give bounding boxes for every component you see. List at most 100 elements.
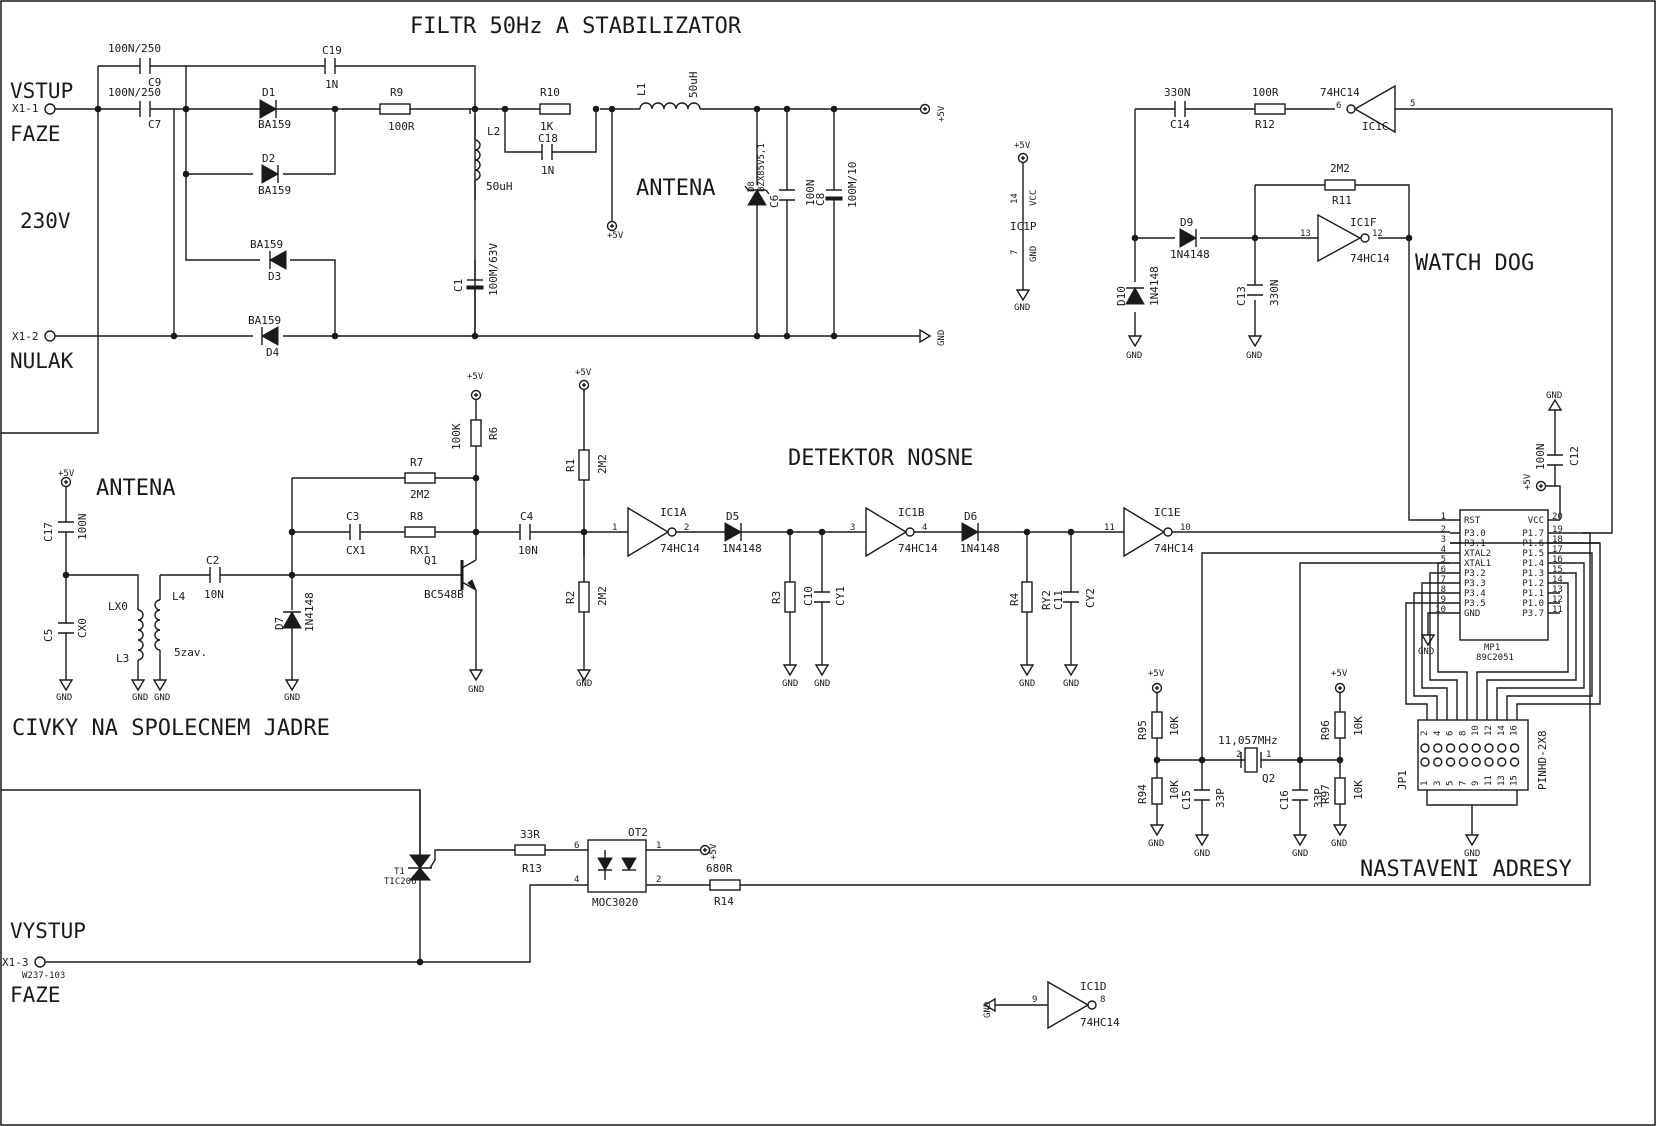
c15-value: 33P — [1214, 788, 1227, 808]
r9-value: 100R — [388, 120, 415, 133]
jp1-top-pad — [1471, 743, 1481, 753]
watchdog-section — [1125, 84, 1613, 534]
mcu-left-pin-name: P3.0 — [1464, 529, 1486, 539]
mcu-right-pin-number: 18 — [1552, 535, 1563, 545]
c4-value: 10N — [518, 544, 538, 557]
jp1-top-pin: 14 — [1497, 725, 1507, 736]
d3-ref: D3 — [268, 270, 281, 283]
ot2-value: MOC3020 — [592, 896, 638, 909]
r6-p5v: +5V — [467, 372, 484, 382]
c12-gnd: GND — [1546, 391, 1562, 401]
cy1-ref: CY1 — [834, 586, 847, 606]
r11-ref: R11 — [1332, 194, 1352, 207]
l3-ref: L3 — [116, 652, 129, 665]
c18-value: 1N — [541, 164, 554, 177]
jp1-bottom-pin: 3 — [1433, 781, 1443, 786]
mcu-left-pin-name: GND — [1464, 609, 1480, 619]
c17-value: 100N — [76, 514, 89, 541]
ic1b-p4: 4 — [922, 523, 927, 533]
r95-value: 10K — [1168, 716, 1181, 736]
q1-ref: Q1 — [424, 554, 437, 567]
ic1a-ref: IC1A — [660, 506, 687, 519]
jp1-ref: JP1 — [1396, 770, 1409, 790]
r96-p5v: +5V — [1331, 669, 1348, 679]
ic1p-gnd: GND — [1029, 246, 1039, 262]
ic1p-p7: 7 — [1010, 250, 1020, 255]
q2-ref: Q2 — [1262, 772, 1275, 785]
r8-value: RX1 — [410, 544, 430, 557]
c7-value: 100N/250 — [108, 86, 161, 99]
c5-value: CX0 — [76, 618, 89, 638]
mcu-left-pin-name: P3.5 — [1464, 599, 1486, 609]
r6-ref: R6 — [487, 427, 500, 440]
jp1-top-pin: 4 — [1433, 731, 1443, 736]
jp1-top-pin: 16 — [1510, 725, 1520, 736]
term-230v: 230V — [20, 209, 71, 233]
jp1-gnd: GND — [1464, 849, 1480, 859]
mcu-left-pin-number: 1 — [1441, 512, 1446, 522]
ic1b-p3: 3 — [850, 523, 855, 533]
title-antena-left: ANTENA — [96, 476, 175, 501]
jp1-header — [1417, 719, 1529, 791]
ic1d-value: 74HC14 — [1080, 1016, 1120, 1029]
d7-gnd: GND — [284, 693, 300, 703]
ic1c-p6: 6 — [1336, 101, 1341, 111]
ot2-p6: 6 — [574, 841, 579, 851]
r94-gnd: GND — [1148, 839, 1164, 849]
c13-gnd: GND — [1246, 351, 1262, 361]
mcu-left-pin-name: XTAL1 — [1464, 559, 1491, 569]
mcu-left-pin-name: XTAL2 — [1464, 549, 1491, 559]
r1-ref: R1 — [564, 459, 577, 472]
c19-value: 1N — [325, 78, 338, 91]
jp1-bottom-pad — [1484, 757, 1494, 767]
d5-ref: D5 — [726, 510, 739, 523]
r7-ref: R7 — [410, 456, 423, 469]
ic1a-p1: 1 — [612, 523, 617, 533]
q1-value: BC548B — [424, 588, 464, 601]
mcu-body — [1459, 509, 1549, 641]
mp1-ref: MP1 — [1484, 643, 1500, 653]
mcu-left-pin-number: 10 — [1435, 605, 1446, 615]
mcu-right-pin-number: 14 — [1552, 575, 1563, 585]
l4-gnd: GND — [154, 693, 170, 703]
ic1d-gnd: GND — [983, 1002, 993, 1018]
term-faze-in: FAZE — [10, 122, 61, 146]
ot2-ref: OT2 — [628, 826, 648, 839]
mcu-left-pin-name: P3.2 — [1464, 569, 1486, 579]
r9-ref: R9 — [390, 86, 403, 99]
r14-value: 680R — [706, 862, 733, 875]
d2-ref: D2 — [262, 152, 275, 165]
detector-section — [576, 379, 1450, 682]
r4-ref: R4 — [1008, 592, 1021, 606]
r2-gnd: GND — [576, 679, 592, 689]
c16-gnd: GND — [1292, 849, 1308, 859]
r13-ref: R13 — [522, 862, 542, 875]
ic1d-p8: 8 — [1100, 995, 1105, 1005]
mcu-left-pin-name: RST — [1464, 516, 1481, 526]
term-x1-2: X1-2 — [12, 330, 39, 343]
jp1-bottom-pin: 15 — [1510, 775, 1520, 786]
title-civky: CIVKY NA SPOLECNEM JADRE — [12, 716, 330, 741]
ic1f-value: 74HC14 — [1350, 252, 1390, 265]
p5v-mid: +5V — [607, 231, 624, 241]
l1-ref: L1 — [635, 83, 648, 96]
ic1b-ref: IC1B — [898, 506, 925, 519]
term-vstup: VSTUP — [10, 79, 73, 103]
c16-value: 33P — [1312, 788, 1325, 808]
l1-value: 50uH — [687, 72, 700, 99]
mcu-left-pin-number: 6 — [1441, 565, 1446, 575]
c12-ref: C12 — [1568, 446, 1581, 466]
ic1c-p5: 5 — [1410, 99, 1415, 109]
ic1p-ref: IC1P — [1010, 220, 1037, 233]
ic1d-unused — [983, 980, 1097, 1030]
jp1-top-pad — [1433, 743, 1443, 753]
r97-gnd: GND — [1331, 839, 1347, 849]
cy2-ref: CY2 — [1084, 588, 1097, 608]
r11-value: 2M2 — [1330, 162, 1350, 175]
r7-value: 2M2 — [410, 488, 430, 501]
l2-ref: L2 — [487, 125, 500, 138]
r97-ref: R97 — [1319, 784, 1332, 804]
c18-ref: C18 — [538, 132, 558, 145]
